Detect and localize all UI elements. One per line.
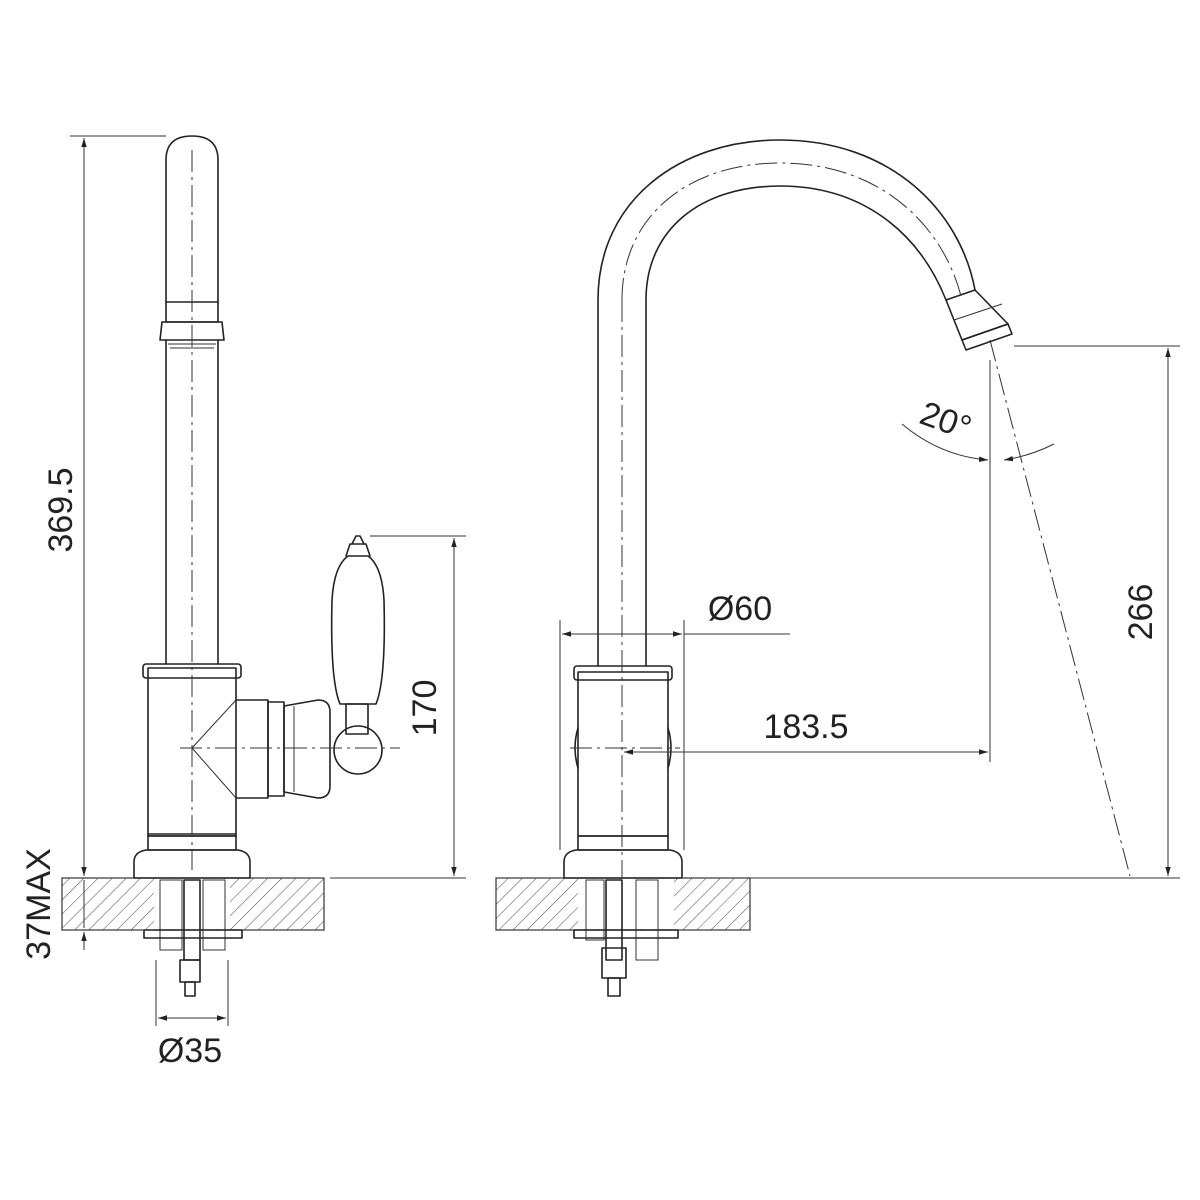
countertop-bore-left [154, 879, 230, 929]
shank-diameter-label: Ø35 [158, 1032, 222, 1070]
faucet-body-right [573, 665, 673, 837]
lever-handle-left [330, 535, 386, 775]
dimension-spout-height: 266 [1014, 345, 1180, 876]
gooseneck-spout [597, 139, 1013, 667]
dimension-total-height: 369.5 [42, 135, 166, 879]
dimension-spout-angle: 20° [901, 394, 1055, 462]
dimension-shank-diameter: Ø35 [155, 960, 229, 1070]
total-height-label: 369.5 [42, 467, 80, 552]
mounting-shank-right [573, 879, 679, 997]
dimension-reach: 183.5 [624, 708, 988, 755]
front-view: Ø60 183.5 266 20° [495, 139, 1180, 997]
dimension-deck-thickness: 37MAX [20, 848, 154, 960]
faucet-base-right [563, 835, 683, 879]
reach-label: 183.5 [763, 708, 848, 746]
dimension-handle-height: 170 [330, 535, 466, 879]
body-diameter-label: Ø60 [708, 590, 772, 628]
side-view: 369.5 37MAX 170 Ø35 [20, 135, 466, 1070]
dimension-body-diameter: Ø60 [559, 590, 790, 850]
countertop-bore-right [578, 879, 674, 929]
handle-height-label: 170 [406, 680, 444, 737]
spout-centerline [621, 162, 963, 301]
water-jet-line [989, 339, 1131, 877]
deck-thickness-label: 37MAX [20, 848, 58, 960]
spout-height-label: 266 [1122, 584, 1160, 641]
mounting-shank-left [143, 879, 243, 997]
cartridge-housing-left [191, 699, 331, 799]
